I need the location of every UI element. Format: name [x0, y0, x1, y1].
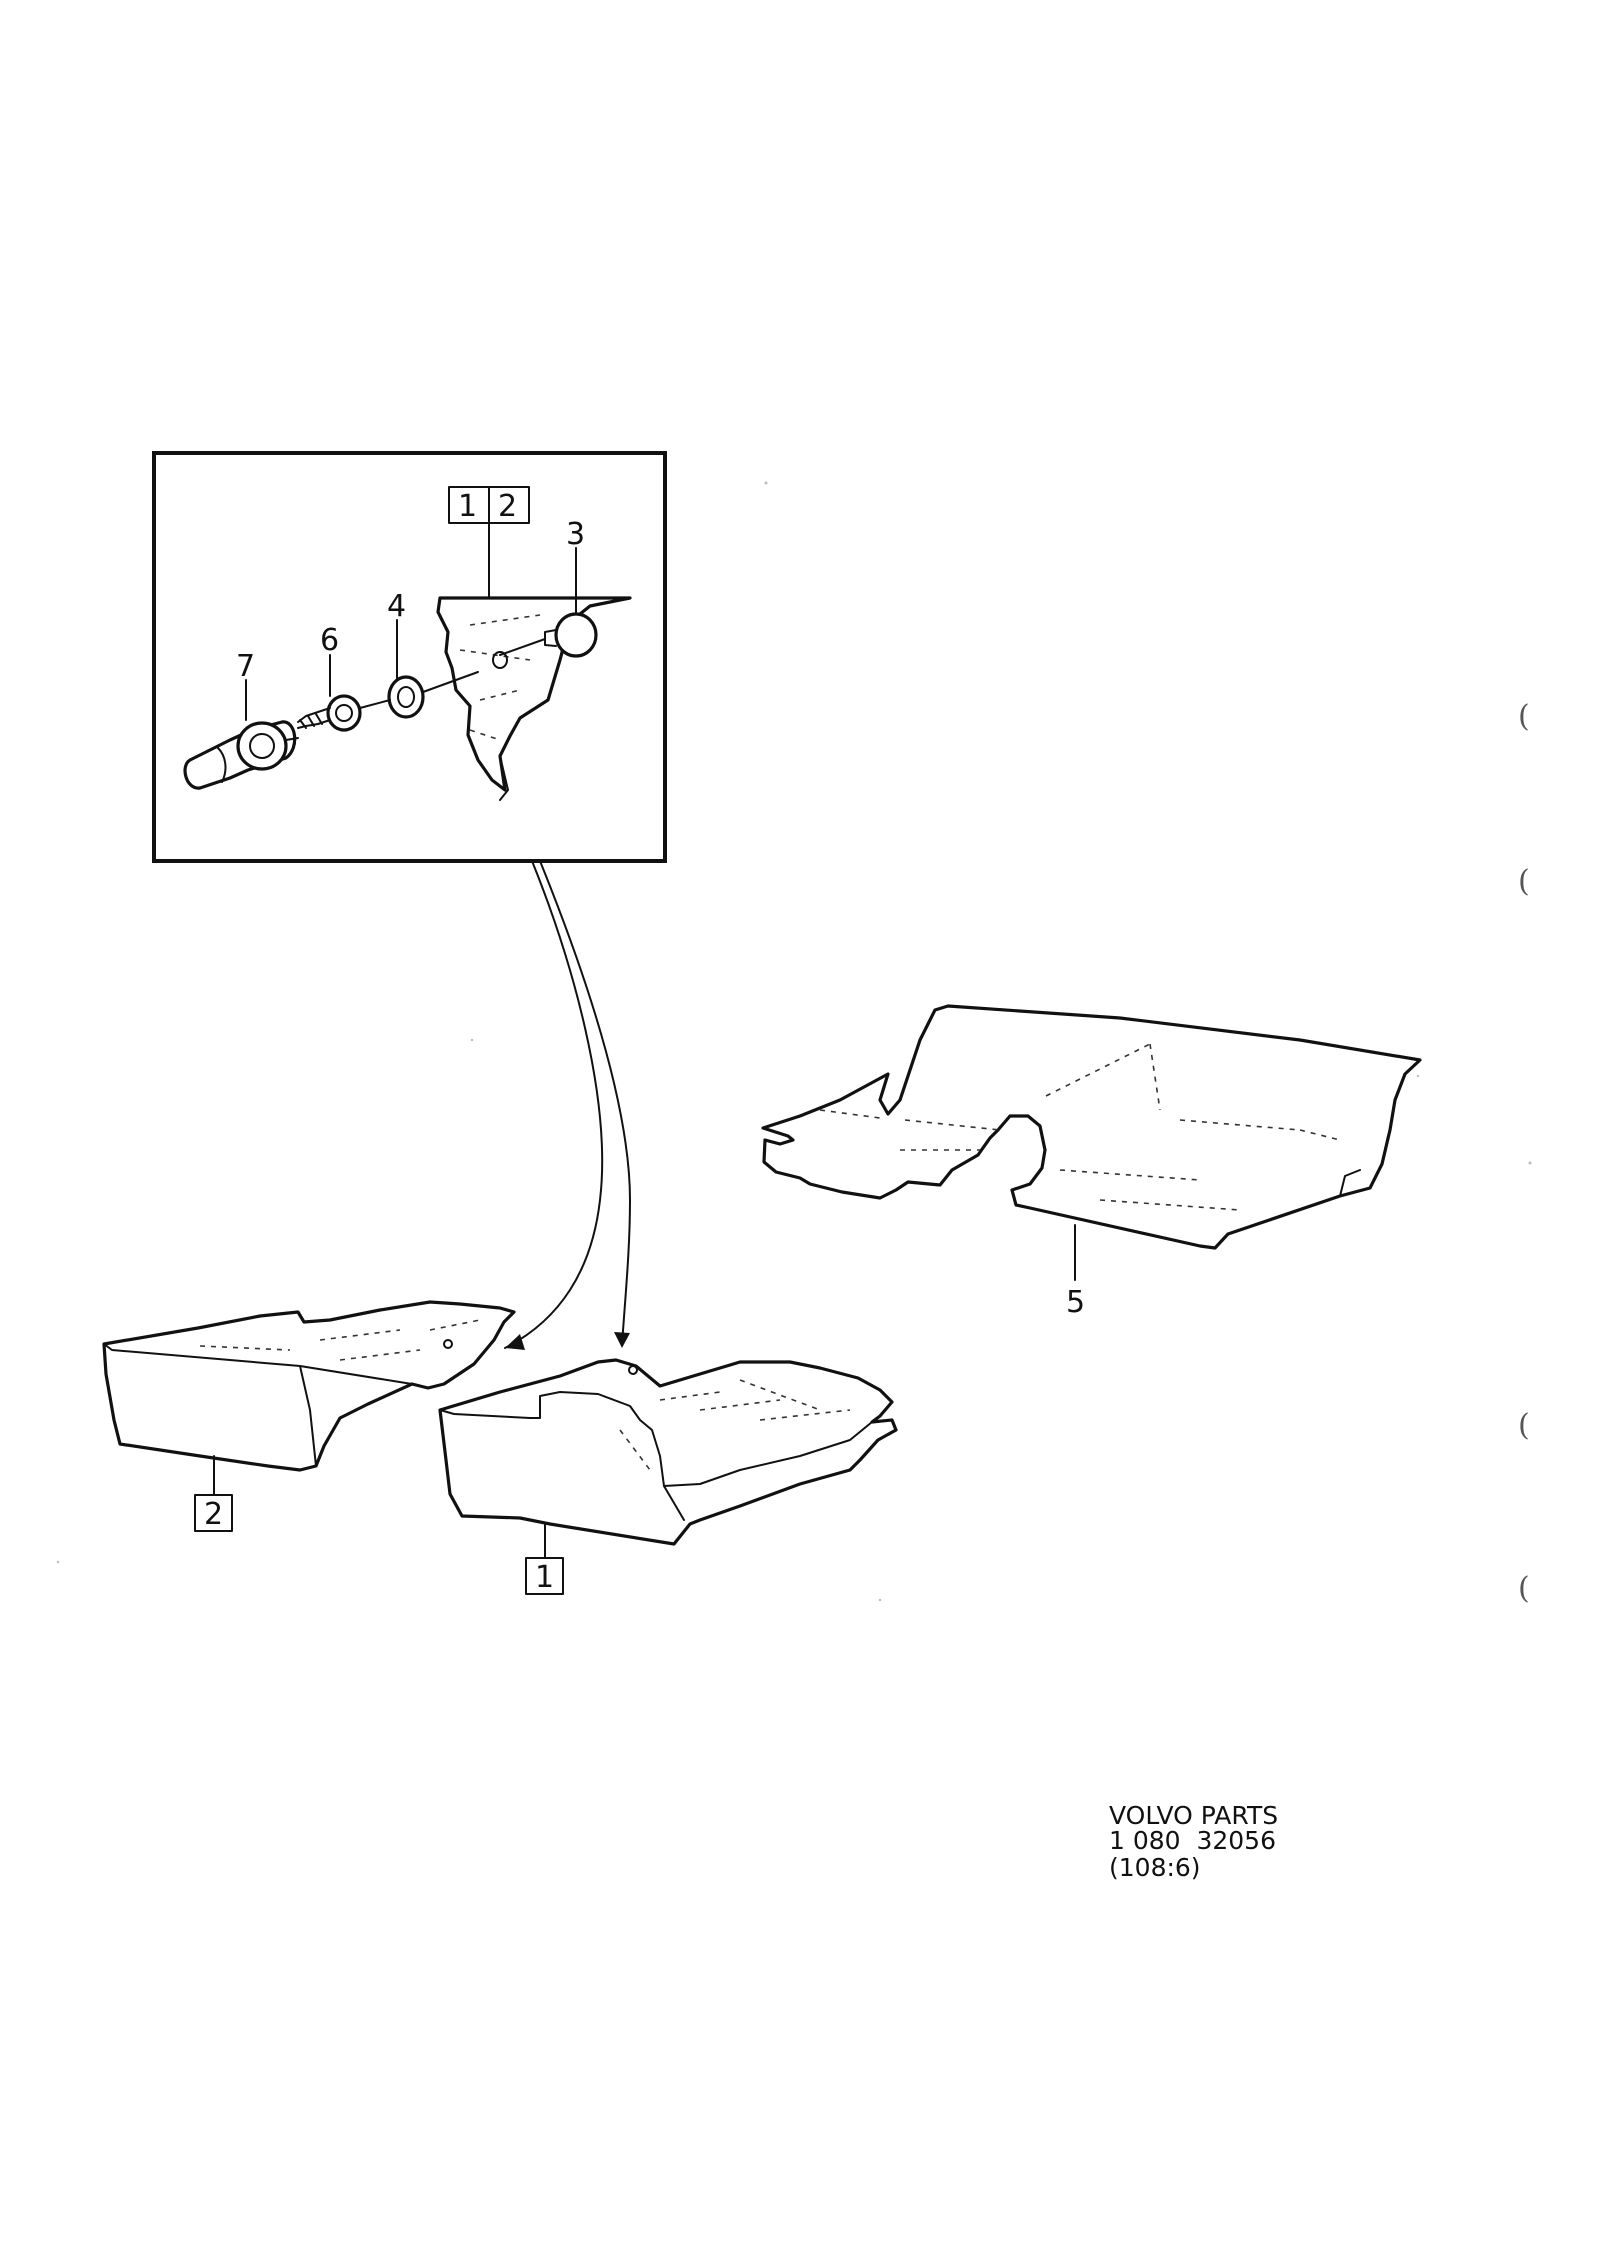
margin-mark: (	[1518, 1408, 1530, 1443]
callout-mat-1: 1	[535, 1560, 554, 1595]
leader-arrows	[504, 860, 631, 1350]
inset-callout-1-2: 1 2	[448, 486, 530, 599]
margin-mark: (	[1518, 1571, 1530, 1606]
part-4-washer: 4	[387, 589, 479, 719]
part-3-button: 3	[492, 517, 598, 669]
mat-2-callout-box	[194, 1494, 233, 1532]
part-6-fastener: 6	[297, 623, 391, 732]
margin-mark: (	[1518, 864, 1530, 899]
inset-detail: 1 2 3 4	[152, 451, 667, 863]
callout-7: 7	[236, 649, 255, 684]
callout-6: 6	[320, 623, 339, 658]
margin-mark: (	[1518, 699, 1530, 734]
mat-2-front-mat: 2	[102, 1300, 516, 1532]
parts-caption: VOLVO PARTS 1 080 32056 (108:6)	[1109, 1801, 1278, 1882]
part-7-plug: 7	[183, 649, 299, 790]
inset-callout-1: 1	[458, 489, 477, 524]
caption-brand: VOLVO PARTS	[1109, 1801, 1278, 1830]
callout-3: 3	[566, 517, 585, 552]
mat-5-rear-carpet: 5	[761, 1004, 1422, 1320]
margin-marks: ( ( ( (	[1518, 699, 1530, 1606]
inset-callout-2: 2	[498, 489, 517, 524]
caption-part-number: 1 080 32056	[1109, 1826, 1276, 1855]
mat-1-front-mat: 1	[438, 1358, 898, 1595]
scan-specks	[56, 481, 1532, 1602]
inset-frame	[152, 451, 667, 863]
callout-5: 5	[1066, 1285, 1085, 1320]
mat-1-callout-box	[525, 1557, 564, 1595]
callout-4: 4	[387, 589, 406, 624]
callout-mat-2: 2	[204, 1497, 223, 1532]
caption-reference: (108:6)	[1109, 1853, 1201, 1882]
